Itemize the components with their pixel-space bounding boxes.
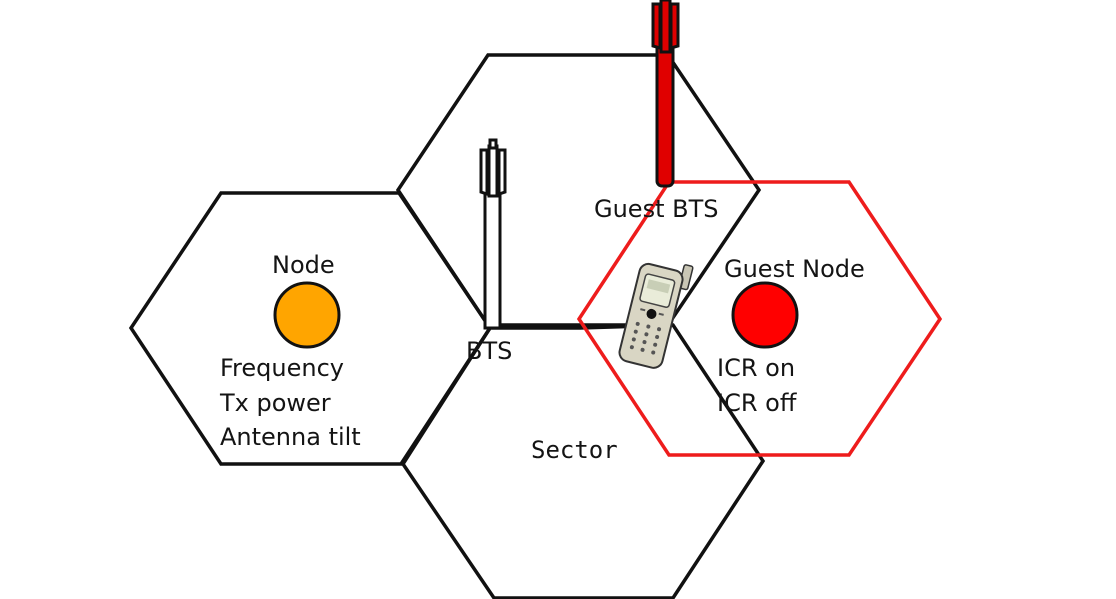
top-cell-hexagon	[395, 53, 762, 327]
guest-bts-tower-icon	[651, 0, 680, 188]
node-param-frequency: Frequency	[220, 354, 344, 382]
node-label: Node	[272, 251, 335, 279]
node-param-tx-power: Tx power	[219, 389, 331, 417]
bts-label: BTS	[466, 337, 512, 365]
bts-tower-icon	[479, 138, 507, 330]
guest-node-label: Guest Node	[724, 255, 865, 283]
mobile-phone-icon	[618, 262, 694, 369]
bottom-cell-hexagon	[400, 323, 766, 599]
guest-param-icr-off: ICR off	[717, 389, 797, 417]
node-param-antenna-tilt: Antenna tilt	[220, 423, 361, 451]
sector-label: Sector	[531, 436, 618, 464]
node-circle	[273, 281, 341, 349]
guest-param-icr-on: ICR on	[717, 354, 795, 382]
guest-bts-label: Guest BTS	[594, 195, 718, 223]
guest-node-circle	[731, 281, 799, 349]
guest-cell-hexagon	[576, 180, 943, 457]
